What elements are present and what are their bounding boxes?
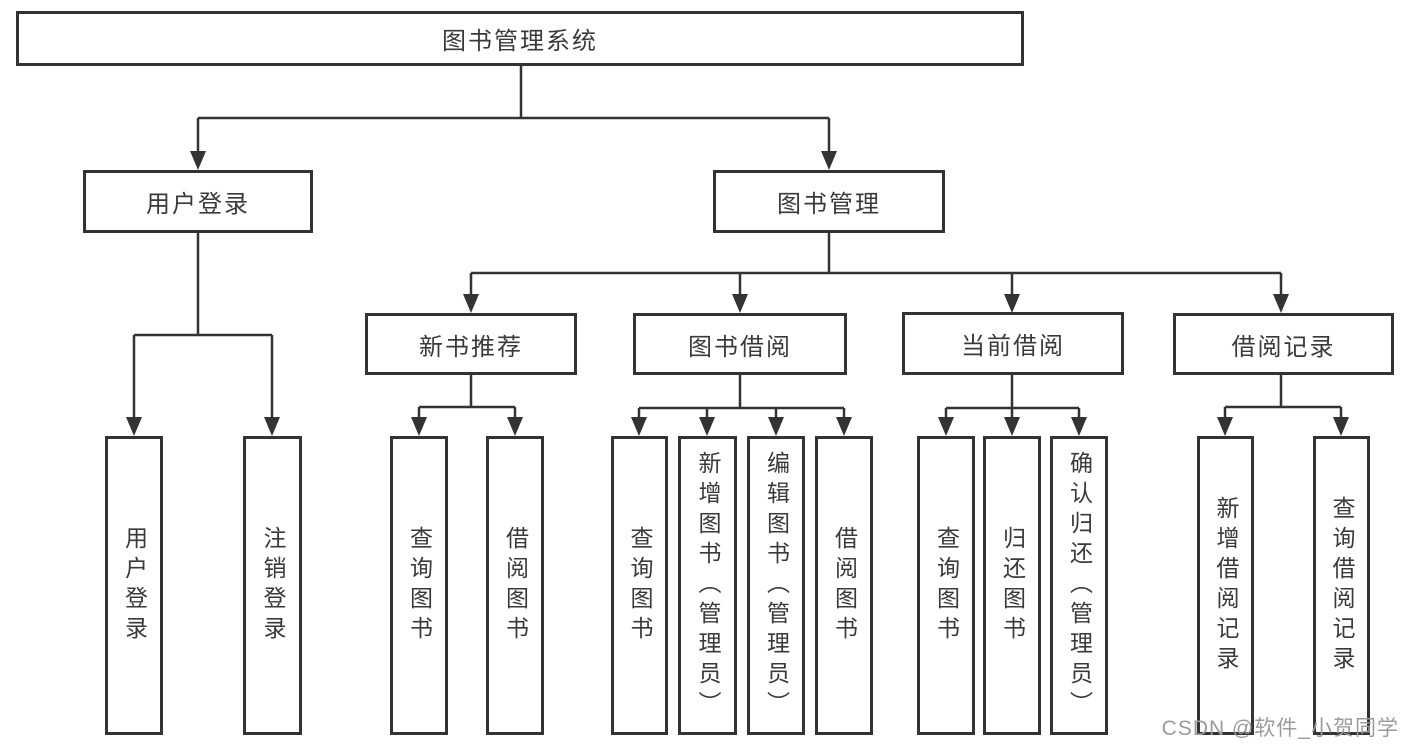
arrowhead-icon — [463, 294, 479, 313]
leaf-add-borrow-record-label: 新增借阅记录 — [1213, 495, 1239, 676]
leaf-borrow-books-label: 借阅图书 — [831, 525, 858, 646]
arrowhead-icon — [938, 417, 954, 436]
arrowhead-icon — [1071, 417, 1087, 436]
arrowhead-icon — [732, 294, 748, 313]
arrowhead-icon — [1217, 417, 1233, 436]
node-root-system-label: 图书管理系统 — [442, 28, 598, 55]
leaf-current-query-books-label: 查询图书 — [933, 525, 960, 646]
node-user-login-branch-label: 用户登录 — [146, 191, 250, 218]
node-new-book-recommend: 新书推荐 — [365, 313, 577, 375]
node-book-borrowing-label: 图书借阅 — [688, 333, 792, 361]
leaf-newbook-query-books-label: 查询图书 — [406, 525, 433, 646]
leaf-newbook-query-books: 查询图书 — [390, 436, 448, 735]
leaf-add-books-admin: 新增图书（管理员） — [678, 436, 737, 735]
leaf-edit-books-admin: 编辑图书（管理员） — [747, 436, 805, 735]
connector-book-borrow-children — [637, 375, 846, 420]
arrowhead-icon — [1004, 294, 1020, 313]
connector-user-login-children — [132, 233, 274, 420]
arrowhead-icon — [768, 417, 784, 436]
leaf-query-borrow-record: 查询借阅记录 — [1313, 436, 1370, 735]
arrowhead-icon — [190, 151, 206, 170]
leaf-confirm-return-admin-label: 确认归还（管理员） — [1066, 450, 1093, 721]
leaf-add-borrow-record: 新增借阅记录 — [1197, 436, 1254, 735]
node-book-management-branch: 图书管理 — [713, 170, 945, 233]
leaf-newbook-borrow-books-label: 借阅图书 — [502, 525, 529, 646]
arrowhead-icon — [631, 417, 647, 436]
leaf-borrowing-query-books: 查询图书 — [611, 436, 668, 735]
leaf-user-login: 用户登录 — [105, 436, 163, 735]
arrowhead-icon — [126, 417, 142, 436]
connector-borrow-record-children — [1223, 375, 1343, 420]
node-book-management-branch-label: 图书管理 — [777, 191, 881, 218]
arrowhead-icon — [1273, 294, 1289, 313]
leaf-add-books-admin-label: 新增图书（管理员） — [695, 450, 721, 721]
arrowhead-icon — [1333, 417, 1349, 436]
node-current-borrowing: 当前借阅 — [902, 312, 1124, 375]
arrowhead-icon — [699, 417, 715, 436]
leaf-edit-books-admin-label: 编辑图书（管理员） — [763, 450, 790, 721]
leaf-user-login-label: 用户登录 — [121, 525, 148, 646]
leaf-current-query-books: 查询图书 — [917, 436, 975, 735]
leaf-borrowing-query-books-label: 查询图书 — [627, 525, 653, 646]
leaf-query-borrow-record-label: 查询借阅记录 — [1329, 495, 1355, 676]
arrowhead-icon — [264, 417, 280, 436]
node-new-book-recommend-label: 新书推荐 — [419, 333, 523, 361]
connector-root-to-level2 — [196, 66, 831, 154]
node-user-login-branch: 用户登录 — [83, 170, 313, 233]
arrowhead-icon — [836, 417, 852, 436]
node-root-system: 图书管理系统 — [16, 11, 1024, 66]
leaf-newbook-borrow-books: 借阅图书 — [486, 436, 544, 735]
arrowhead-icon — [821, 151, 837, 170]
connector-book-mgmt-groups — [469, 233, 1283, 297]
node-book-borrowing: 图书借阅 — [633, 313, 847, 375]
arrowhead-icon — [411, 417, 427, 436]
leaf-borrow-books: 借阅图书 — [815, 436, 873, 735]
arrowhead-icon — [507, 417, 523, 436]
node-borrowing-records: 借阅记录 — [1173, 313, 1394, 375]
leaf-return-books-label: 归还图书 — [999, 525, 1026, 646]
node-borrowing-records-label: 借阅记录 — [1231, 333, 1336, 361]
leaf-logout-label: 注销登录 — [260, 525, 286, 646]
leaf-confirm-return-admin: 确认归还（管理员） — [1050, 436, 1108, 735]
connector-new-book-children — [417, 375, 517, 420]
arrowhead-icon — [1004, 417, 1020, 436]
connector-current-borrow-children — [944, 375, 1081, 420]
node-current-borrowing-label: 当前借阅 — [961, 333, 1065, 360]
leaf-return-books: 归还图书 — [983, 436, 1041, 735]
csdn-watermark: CSDN @软件_小贺同学 — [1161, 717, 1399, 740]
leaf-logout: 注销登录 — [243, 436, 302, 735]
